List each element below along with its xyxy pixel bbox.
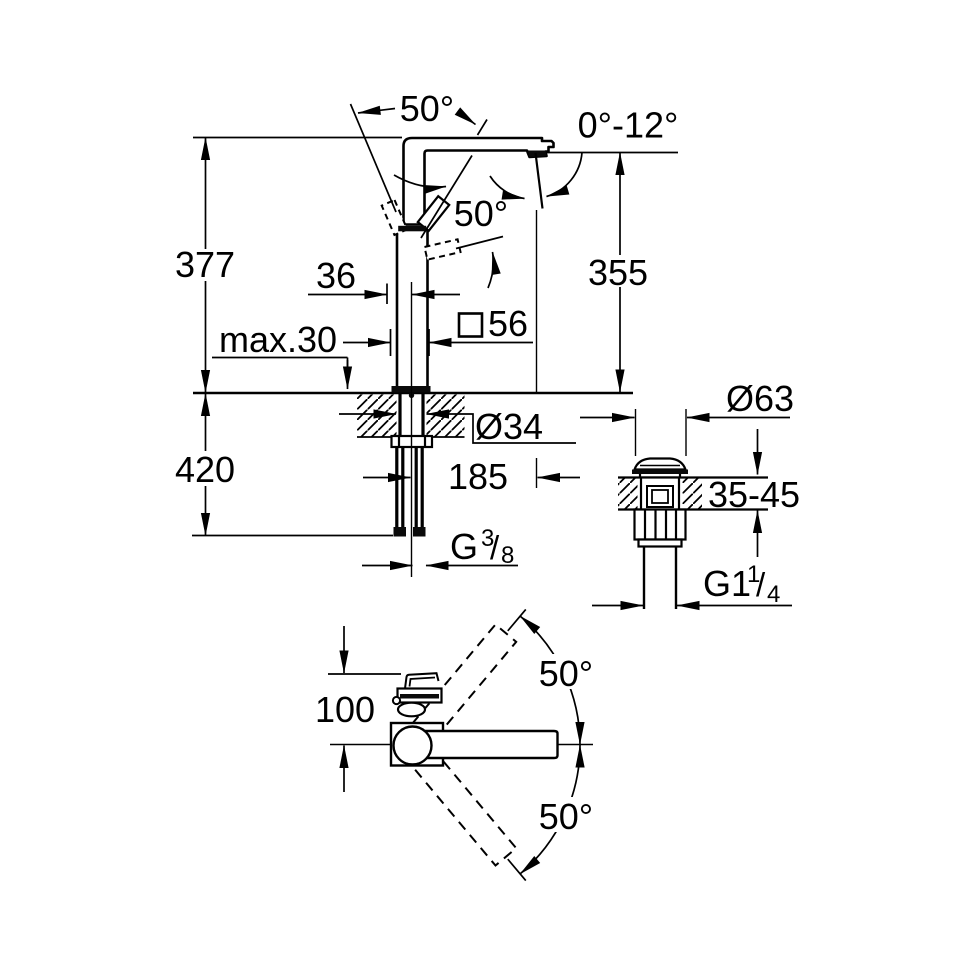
spout-outline <box>402 136 555 225</box>
text-mask <box>535 797 595 832</box>
label-waste-thread: G1 1 / 4 <box>703 561 780 608</box>
tilt-arc-right <box>546 152 583 198</box>
dim-34 <box>339 409 576 444</box>
front-view: 50° 0°-12° 50° 377 36 355 max.30 56 420 … <box>175 88 678 577</box>
label-lever-swivel: 50° <box>400 88 454 129</box>
dim-36 <box>308 283 460 304</box>
svg-text:G: G <box>450 526 478 567</box>
waste-tailpipe <box>642 546 678 609</box>
svg-text:/: / <box>490 529 500 566</box>
lever-plan <box>391 672 443 718</box>
label-spout-reach: 185 <box>448 456 508 497</box>
lever-open-arc <box>487 251 501 289</box>
label-hose-length: 420 <box>175 449 235 490</box>
svg-text:G1: G1 <box>703 563 751 604</box>
waste-locknut <box>633 508 687 541</box>
label-swivel-down: 50° <box>539 796 593 837</box>
top-view: 100 50° 50° <box>315 608 595 882</box>
waste-washer <box>637 538 683 548</box>
hose-fitting-left <box>393 527 406 537</box>
deck-hatch-right <box>682 478 702 509</box>
label-overall-height: 377 <box>175 244 235 285</box>
lever-swivel-boundary-line <box>349 103 397 213</box>
label-lever-open: 50° <box>454 193 508 234</box>
waste-cap-dome <box>632 457 688 471</box>
spout-swivel-up-dashed <box>410 608 527 743</box>
label-counter-range: 35-45 <box>708 474 800 515</box>
supply-hoses <box>393 447 426 537</box>
lever-open-axis-line <box>455 235 504 250</box>
svg-text:4: 4 <box>767 581 780 608</box>
waste-flange <box>632 469 688 474</box>
spout-pivot <box>392 725 433 766</box>
label-lever-projection: 100 <box>315 689 375 730</box>
spout-plan <box>408 729 559 760</box>
label-hole-diameter: Ø34 <box>475 406 543 447</box>
label-36: 36 <box>316 255 356 296</box>
flange-extension-lines <box>634 409 687 456</box>
label-base-square: 56 <box>488 303 528 344</box>
spout-swivel-down-dashed <box>410 747 527 882</box>
angle-arrow-right <box>454 107 477 126</box>
label-tilt-range: 0°-12° <box>578 105 679 146</box>
waste-view: Ø63 35-45 G1 1 / 4 <box>580 378 800 611</box>
tilt-arc-left <box>489 175 525 200</box>
countertop-hatch <box>357 394 465 438</box>
label-max-thickness: max.30 <box>219 319 337 360</box>
svg-text:3: 3 <box>481 525 494 552</box>
label-supply-thread: G 3 / 8 <box>450 525 514 569</box>
svg-text:1: 1 <box>747 561 760 588</box>
label-outlet-height: 355 <box>588 252 648 293</box>
aerator-outlet <box>528 150 547 157</box>
svg-text:/: / <box>756 566 766 603</box>
angle-arrow-left <box>357 105 396 115</box>
svg-text:8: 8 <box>501 542 514 569</box>
hose-fitting-right <box>413 527 426 537</box>
lever-swivel-arc <box>393 174 447 195</box>
spout-tilt-line <box>534 152 544 209</box>
deck-hatch-left <box>618 478 638 509</box>
text-mask <box>535 654 595 689</box>
faucet-body <box>395 223 429 394</box>
lever-open-dashed <box>423 238 462 261</box>
square-symbol <box>457 312 484 338</box>
body-cap-band <box>398 225 427 232</box>
lever-axis-line <box>420 119 488 239</box>
dim-56 <box>343 312 533 356</box>
label-flange-diameter: Ø63 <box>726 378 794 419</box>
label-swivel-up: 50° <box>539 653 593 694</box>
